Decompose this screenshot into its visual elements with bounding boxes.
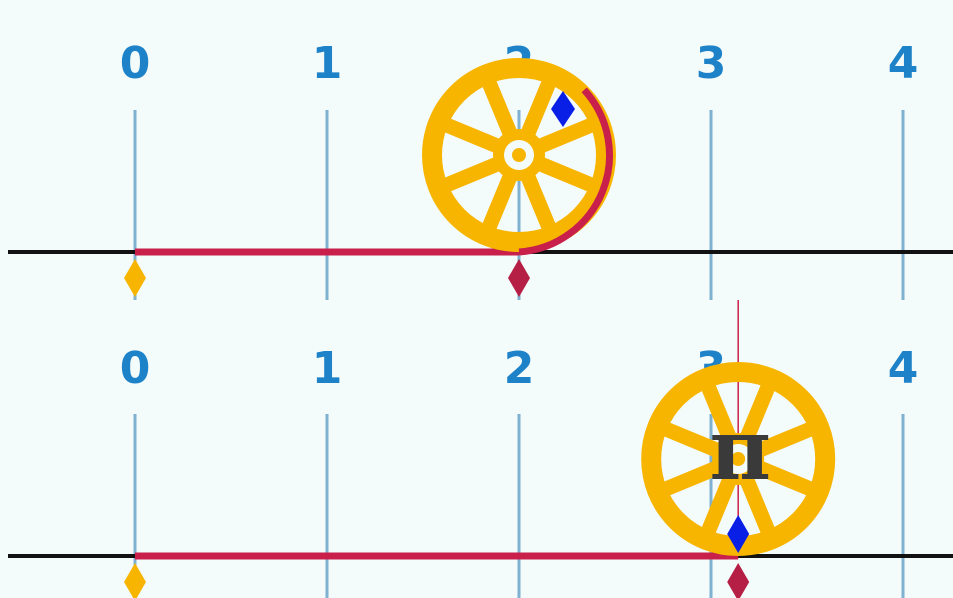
wheel-hub-center xyxy=(512,148,526,162)
start-marker xyxy=(124,563,146,598)
wheel-spoke xyxy=(539,124,594,147)
tick-label-4: 4 xyxy=(888,38,919,89)
tick-label-4: 4 xyxy=(888,343,919,394)
wheel-spoke xyxy=(488,175,511,230)
tick-label-2: 2 xyxy=(504,343,535,394)
wheel-spoke xyxy=(539,163,594,186)
wheel-spoke xyxy=(527,175,550,230)
tick-label-1: 1 xyxy=(312,38,343,89)
end-marker xyxy=(508,259,530,297)
start-marker xyxy=(124,259,146,297)
tick-label-0: 0 xyxy=(120,38,151,89)
wheel-spoke xyxy=(444,163,499,186)
tick-label-0: 0 xyxy=(120,343,151,394)
tick-label-3: 3 xyxy=(696,38,727,89)
pi-symbol: π xyxy=(709,400,770,499)
tick-label-1: 1 xyxy=(312,343,343,394)
end-marker xyxy=(727,563,749,598)
wheel-spoke xyxy=(444,124,499,147)
